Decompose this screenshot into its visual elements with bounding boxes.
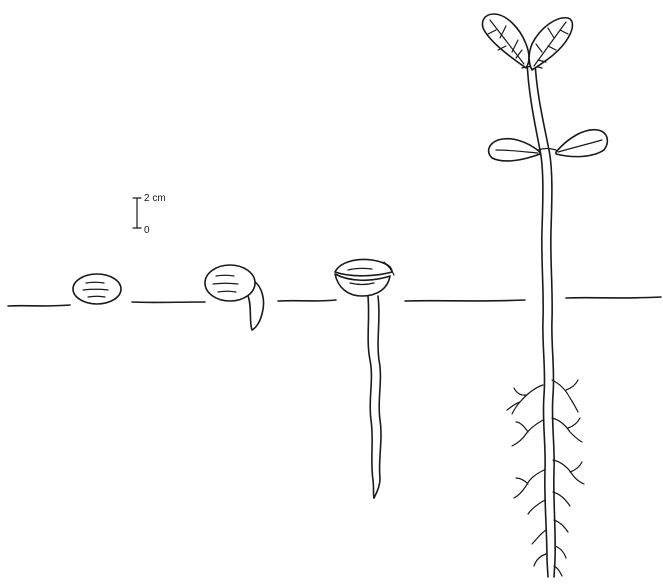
stage-seedling-with-leaves: [482, 14, 607, 577]
scale-bar-top-label: 2 cm: [144, 193, 166, 204]
scale-bar: 2 cm 0: [133, 193, 166, 236]
stage-root-elongation: [335, 260, 394, 499]
scale-bar-bottom-label: 0: [144, 225, 150, 236]
stage-radicle-emerging: [205, 265, 264, 330]
stage-seed: [73, 274, 121, 304]
lower-right-leaf: [556, 130, 607, 157]
